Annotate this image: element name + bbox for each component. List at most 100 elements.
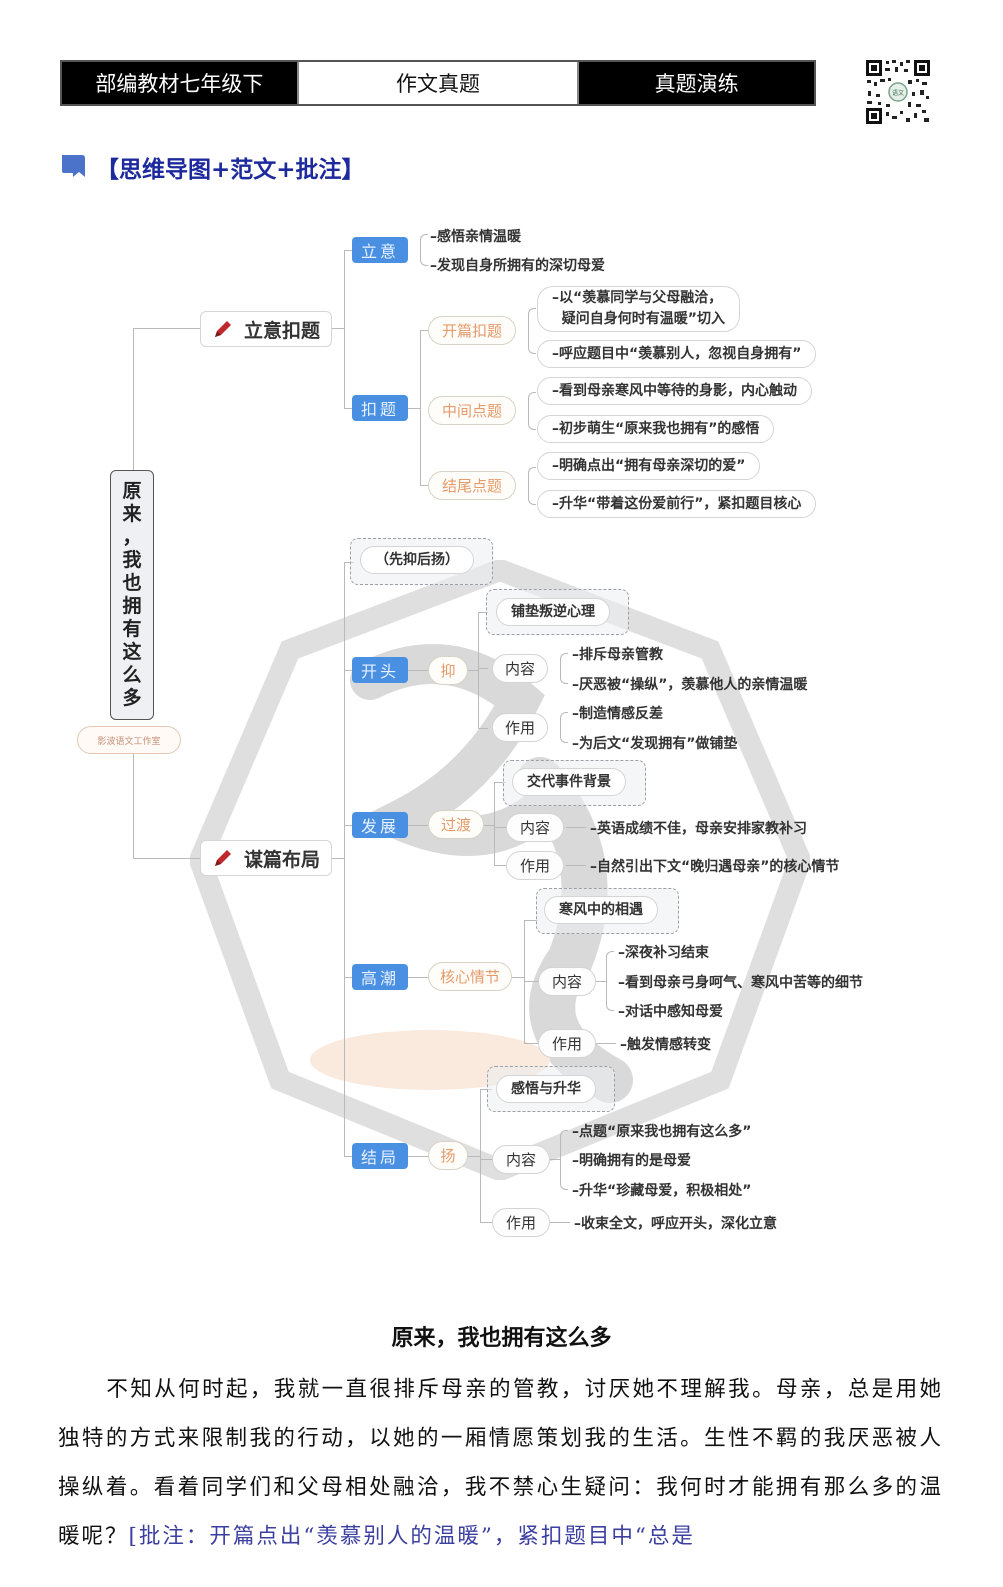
jieju-node[interactable]: 结局 (352, 1143, 408, 1169)
jieju-sub-node[interactable]: 扬 (428, 1141, 468, 1170)
header-grade-label: 部编教材七年级下 (62, 62, 297, 104)
connector (480, 1089, 481, 1222)
fazhan-sub-node[interactable]: 过渡 (428, 810, 484, 839)
leaf-item: –发现自身所拥有的深切母爱 (430, 258, 605, 274)
content-node[interactable]: 内容 (492, 654, 548, 683)
leaf-pill: –呼应题目中“羡慕别人，忽视自身拥有” (537, 340, 817, 368)
connector (480, 1089, 492, 1090)
connector (420, 330, 421, 485)
leaf-item: –厌恶被“操纵”，羡慕他人的亲情温暖 (572, 677, 808, 693)
gaochao-node[interactable]: 高潮 (352, 964, 408, 990)
leaf-item: –制造情感反差 (572, 706, 663, 722)
connector (468, 1156, 480, 1157)
content-node[interactable]: 内容 (538, 967, 596, 996)
connector (480, 1222, 492, 1223)
connector (133, 328, 201, 329)
root-char: 来 (122, 503, 142, 525)
effect-node[interactable]: 作用 (492, 713, 548, 742)
connector (133, 858, 201, 859)
connector (550, 1159, 560, 1160)
connector (524, 981, 538, 982)
connector (332, 328, 344, 329)
strategy-node[interactable]: （先抑后扬） (360, 546, 474, 574)
effect-node[interactable]: 作用 (506, 851, 564, 880)
connector (133, 754, 134, 858)
connector (528, 308, 536, 354)
header-category-label: 作文真题 (296, 62, 580, 104)
leaf-item: –触发情感转变 (620, 1037, 711, 1053)
connector (408, 825, 428, 826)
connector (478, 612, 479, 728)
root-char: 这 (122, 641, 142, 663)
connector (420, 330, 428, 331)
gaochao-sub-node[interactable]: 核心情节 (428, 962, 512, 991)
studio-tag: 影波语文工作室 (77, 726, 181, 754)
leaf-item: –点题“原来我也拥有这么多” (572, 1124, 752, 1140)
content-node[interactable]: 内容 (506, 813, 564, 842)
connector (560, 1130, 568, 1190)
content-node[interactable]: 内容 (492, 1145, 550, 1174)
connector (528, 392, 536, 430)
effect-node[interactable]: 作用 (538, 1029, 596, 1058)
summary-node[interactable]: 寒风中的相遇 (544, 896, 658, 924)
header-practice-label: 真题演练 (579, 62, 815, 104)
connector (468, 670, 478, 671)
branch-structure-node[interactable]: 谋篇布局 (200, 840, 332, 876)
kaitou-node[interactable]: 开头 (352, 657, 408, 683)
qr-code-icon: 语文 (864, 58, 932, 126)
root-node[interactable]: 原 来 ， 我 也 拥 有 这 么 多 (110, 470, 154, 720)
connector (344, 250, 352, 251)
leaf-pill: –以“羡慕同学与父母融洽， 疑问自身何时有温暖”切入 (537, 286, 740, 332)
section-title: 【思维导图+范文+批注】 (60, 150, 365, 184)
essay-paragraph: 不知从何时起，我就一直很排斥母亲的管教，讨厌她不理解我。母亲，总是用她独特的方式… (58, 1377, 943, 1549)
fazhan-node[interactable]: 发展 (352, 812, 408, 838)
connector (524, 1043, 538, 1044)
root-char: ， (122, 526, 142, 548)
leaf-item: –对话中感知母爱 (618, 1004, 723, 1020)
connector (420, 234, 428, 266)
connector (344, 1156, 352, 1157)
liyi-node[interactable]: 立意 (352, 237, 408, 263)
leaf-pill: –升华“带着这份爱前行”，紧扣题目核心 (537, 490, 817, 518)
leaf-item: –排斥母亲管教 (572, 647, 663, 663)
effect-node[interactable]: 作用 (492, 1208, 550, 1237)
leaf-item: –升华“珍藏母爱，积极相处” (572, 1183, 752, 1199)
connector (408, 408, 420, 409)
branch-theme-node[interactable]: 立意扣题 (200, 311, 332, 347)
connector (596, 981, 606, 982)
mind-map: 原 来 ， 我 也 拥 有 这 么 多 影波语文工作室 立意扣题 立意 –感悟亲… (77, 229, 863, 1237)
summary-node[interactable]: 感悟与升华 (496, 1075, 596, 1103)
connector (596, 1043, 616, 1044)
bookmark-icon (62, 155, 85, 177)
leaf-item: –英语成绩不佳，母亲安排家教补习 (590, 821, 807, 837)
kouti-node[interactable]: 扣题 (352, 395, 408, 421)
summary-node[interactable]: 铺垫叛逆心理 (496, 598, 610, 626)
connector (344, 670, 352, 671)
connector (494, 827, 506, 828)
connector (408, 977, 428, 978)
connector (344, 250, 345, 408)
connector (478, 668, 488, 669)
connector (524, 920, 538, 921)
pencil-icon (214, 321, 231, 337)
root-char: 么 (122, 664, 142, 686)
connector (344, 408, 352, 409)
jiewei-node[interactable]: 结尾点题 (428, 471, 516, 500)
root-char: 有 (122, 618, 142, 640)
kaitou-sub-node[interactable]: 抑 (428, 656, 468, 685)
connector (494, 782, 495, 865)
root-char: 我 (122, 549, 142, 571)
root-char: 也 (122, 572, 142, 594)
essay-annotation: [批注：开篇点出“羡慕别人的温暖”，紧扣题目中“总是 (128, 1524, 695, 1549)
connector (344, 977, 352, 978)
connector (408, 670, 428, 671)
kaipian-node[interactable]: 开篇扣题 (428, 316, 516, 345)
zhongjian-node[interactable]: 中间点题 (428, 396, 516, 425)
connector (484, 825, 494, 826)
leaf-item: –明确拥有的是母爱 (572, 1153, 691, 1169)
summary-node[interactable]: 交代事件背景 (512, 768, 626, 796)
connector (494, 782, 506, 783)
connector (512, 977, 524, 978)
root-char: 原 (122, 480, 142, 502)
connector (494, 865, 506, 866)
